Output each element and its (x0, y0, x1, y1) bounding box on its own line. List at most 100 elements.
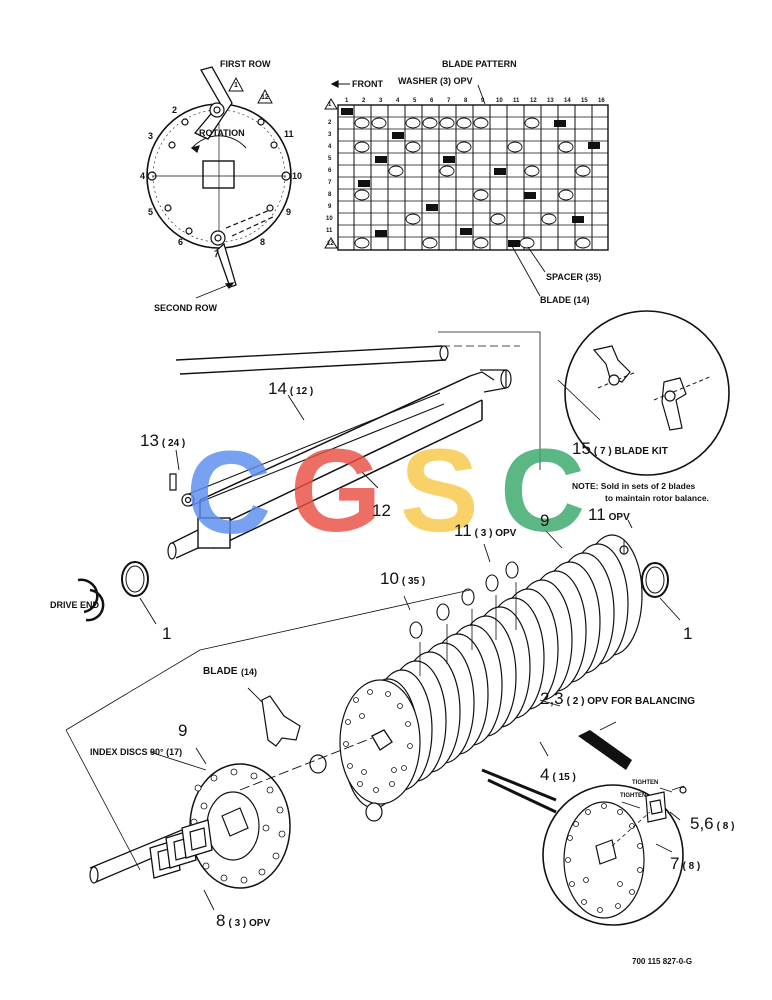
rotation-disc (146, 66, 292, 299)
part-number-11-left: 11 (454, 521, 472, 540)
spacer-label: SPACER (35) (546, 272, 602, 282)
grid-col-15: 15 (581, 98, 588, 104)
washer-label: WASHER (3) OPV (398, 76, 473, 86)
grid-col-5: 5 (413, 98, 417, 104)
snap-rings (77, 561, 681, 625)
grid-row-8: 8 (328, 192, 332, 198)
front-label: FRONT (352, 79, 383, 89)
grid-col-16: 16 (598, 98, 605, 104)
part-number-2-3: 2,3 (540, 689, 564, 708)
watermark-letter-c1: C (186, 427, 272, 559)
grid-row-9: 9 (328, 204, 332, 210)
grid-col-11: 11 (513, 98, 520, 104)
grid-col-3: 3 (379, 98, 383, 104)
blade-kit-inset (564, 310, 730, 476)
blade-pattern-grid (324, 80, 609, 297)
grid-row-5: 5 (328, 156, 332, 162)
triangle-marker-12: 12 (261, 94, 269, 101)
callout-10: 10( 35 ) (380, 570, 425, 587)
grid-col-14: 14 (564, 98, 571, 104)
callout-4: 4( 15 ) (540, 766, 576, 783)
part-qty-13: ( 24 ) (161, 438, 186, 449)
watermark-letter-g: G (290, 425, 382, 557)
part-qty-8: ( 3 ) OPV (228, 918, 271, 929)
blade-label: BLADE (203, 666, 238, 677)
disc-position-2: 2 (172, 105, 178, 115)
callout-13: 13( 24 ) (140, 432, 185, 449)
part-qty-5-6: ( 8 ) (716, 821, 735, 832)
part-number-14: 14 (268, 379, 287, 398)
disc-position-3: 3 (148, 131, 154, 141)
part-number-5-6: 5,6 (690, 814, 714, 833)
grid-row-3: 3 (328, 132, 332, 138)
part-qty-4: ( 15 ) (552, 772, 576, 783)
part-qty-11-left: ( 3 ) OPV (474, 528, 517, 539)
rotor-tube (167, 331, 601, 560)
disc-position-10: 10 (292, 171, 303, 181)
disc-position-11: 11 (284, 129, 294, 139)
part-number-8: 8 (216, 911, 226, 930)
second-row-label: SECOND ROW (154, 303, 217, 313)
callout-14: 14( 12 ) (268, 380, 313, 397)
grid-row-12: 12 (327, 241, 334, 247)
grid-row-1: 1 (328, 102, 332, 108)
part-qty-15: ( 7 ) BLADE KIT (593, 446, 668, 457)
grid-row-2: 2 (328, 120, 332, 126)
part-qty-10: ( 35 ) (401, 576, 426, 587)
callout-2-3: 2,3( 2 ) OPV FOR BALANCING (540, 690, 695, 707)
disc-stack (309, 519, 643, 822)
rotation-label: ROTATION (199, 128, 245, 138)
grid-col-2: 2 (362, 98, 366, 104)
callout-1-right: 1 (683, 624, 693, 643)
callout-15: 15( 7 ) BLADE KIT (572, 440, 668, 457)
callout-1-left: 1 (162, 624, 172, 643)
grid-col-10: 10 (496, 98, 503, 104)
disc-position-9: 9 (286, 207, 292, 217)
callout-9-top: 9 (540, 511, 550, 530)
disc-position-5: 5 (148, 207, 154, 217)
grid-col-6: 6 (430, 98, 434, 104)
part-number-10: 10 (380, 569, 399, 588)
tighten-label-b: TIGHTEN (620, 793, 647, 799)
triangle-marker-1: 1 (234, 82, 238, 89)
part-number-11-right: 11 (588, 505, 606, 524)
part-qty-2-3: ( 2 ) OPV FOR BALANCING (566, 696, 695, 707)
grid-row-4: 4 (328, 144, 332, 150)
callout-9-bottom: 9 (178, 721, 188, 740)
drawing-number: 700 115 827-0-G (632, 957, 693, 966)
grid-col-12: 12 (530, 98, 537, 104)
grid-col-9: 9 (481, 98, 485, 104)
disc-position-4: 4 (140, 171, 146, 181)
callout-7: 7( 8 ) (670, 855, 700, 872)
grid-col-13: 13 (547, 98, 554, 104)
part-qty-7: ( 8 ) (682, 861, 701, 872)
disc-position-7: 7 (214, 249, 220, 259)
watermark-letter-s: S (400, 425, 479, 557)
grid-col-7: 7 (447, 98, 451, 104)
grid-col-1: 1 (345, 98, 349, 104)
grid-row-11: 11 (326, 228, 333, 234)
blade-count-label: BLADE (14) (540, 295, 590, 305)
callout-11-left: 11( 3 ) OPV (454, 522, 516, 539)
index-discs-label: INDEX DISCS 90° (17) (90, 747, 183, 757)
grid-row-10: 10 (326, 216, 333, 222)
watermark-letter-c2: C (500, 425, 586, 557)
blade-pattern-title: BLADE PATTERN (442, 59, 517, 69)
disc-position-6: 6 (178, 237, 184, 247)
callout-8: 8( 3 ) OPV (216, 912, 270, 929)
grid-col-4: 4 (396, 98, 400, 104)
note-line-2: to maintain rotor balance. (605, 493, 709, 503)
disc-position-8: 8 (260, 237, 266, 247)
balancing-detail-inset (542, 784, 687, 926)
part-number-13: 13 (140, 431, 159, 450)
grid-row-6: 6 (328, 168, 332, 174)
part-qty-11-right: OPV (608, 512, 630, 523)
part-number-4: 4 (540, 765, 550, 784)
drive-end-label: DRIVE END (50, 600, 100, 610)
grid-row-7: 7 (328, 180, 332, 186)
first-row-label: FIRST ROW (220, 59, 271, 69)
grid-col-8: 8 (464, 98, 468, 104)
tighten-label-a: TIGHTEN (632, 780, 659, 786)
